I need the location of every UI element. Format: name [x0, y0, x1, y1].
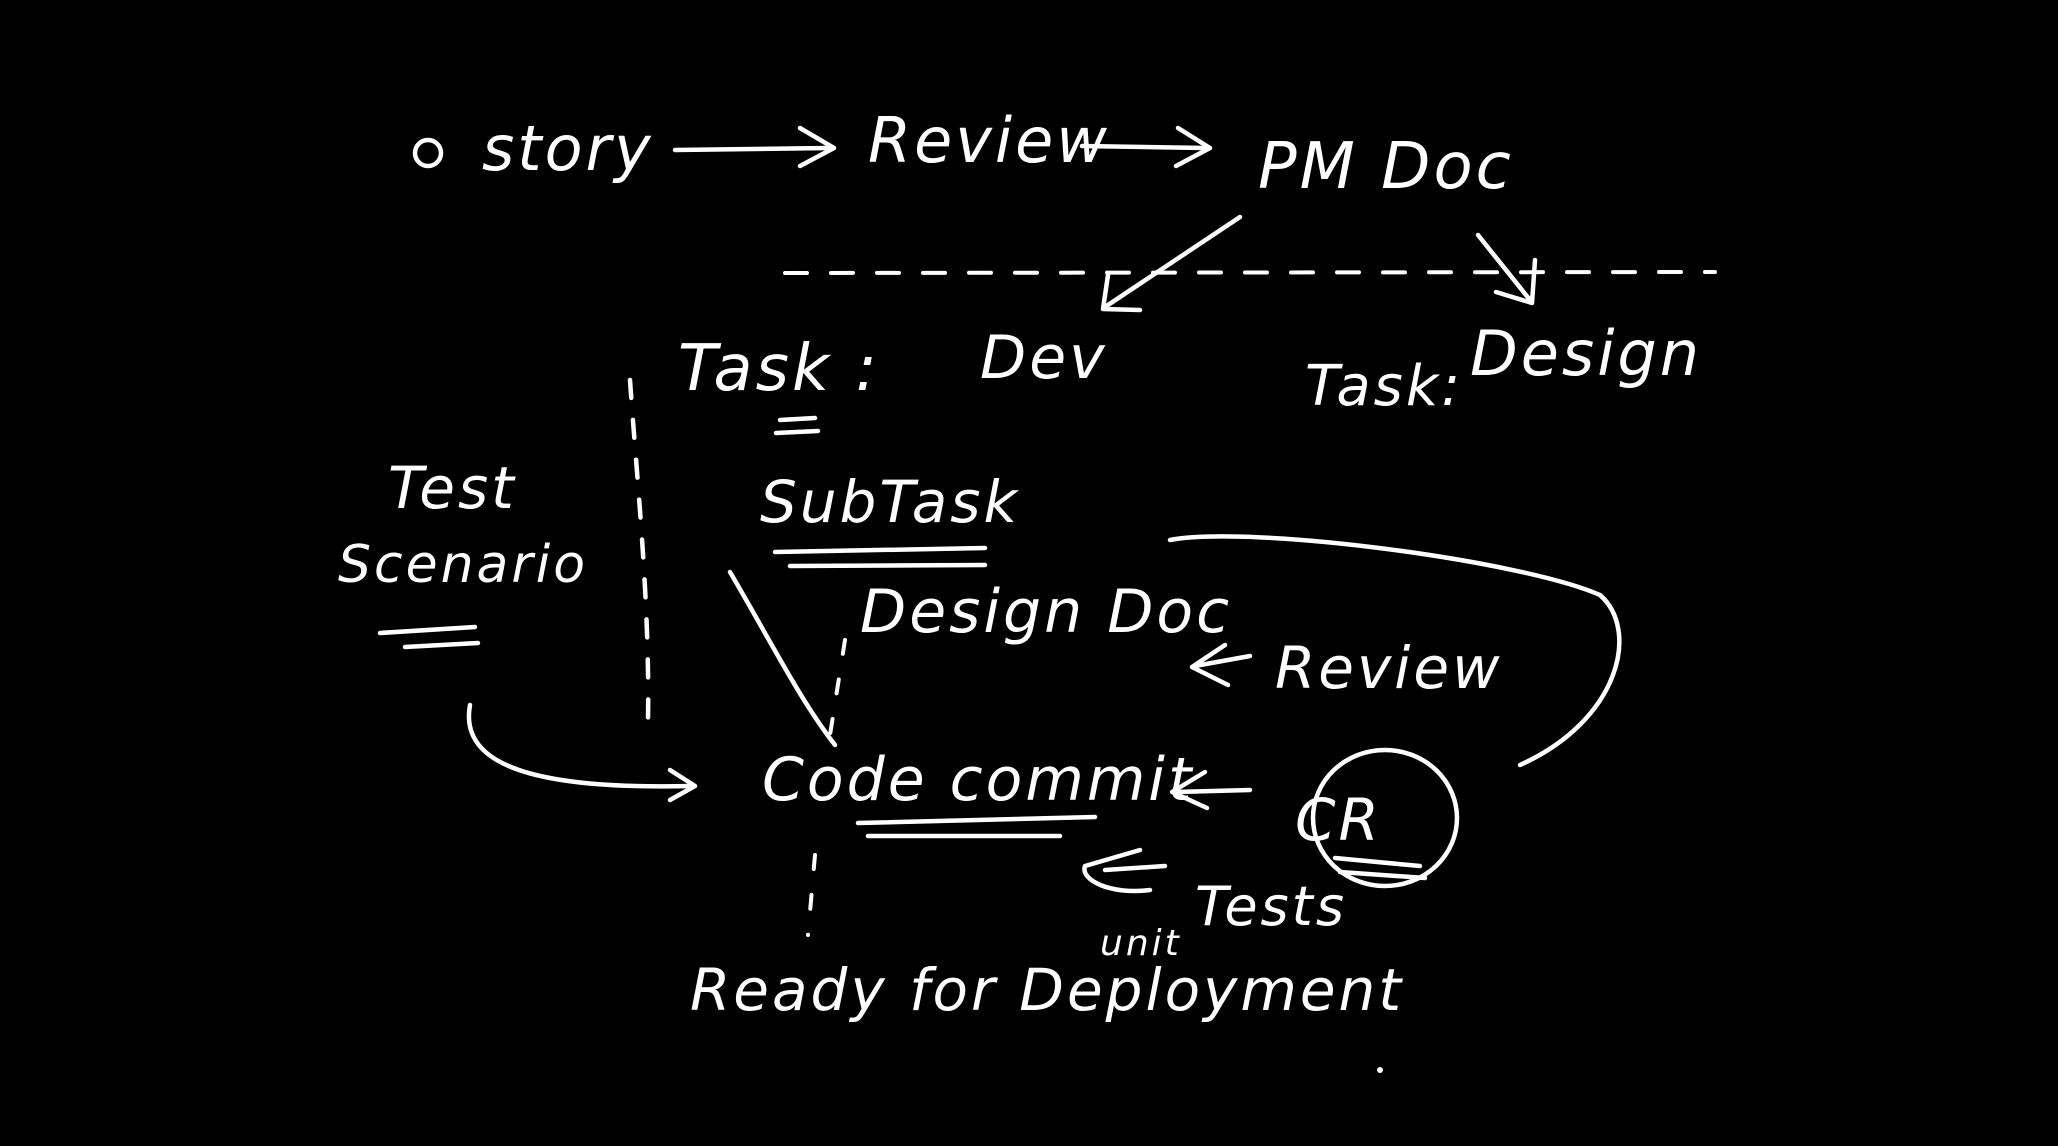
- ready-label: Ready for Deployment: [690, 956, 1404, 1024]
- arrow-pm-doc-to-dev: [1100, 214, 1243, 313]
- pm-doc-label: PM Doc: [1258, 130, 1514, 204]
- design-doc-label: Design Doc: [860, 577, 1232, 647]
- task-equals-mark: [773, 415, 821, 436]
- cr-label: CR: [1295, 786, 1382, 854]
- ink-dot: [1377, 1067, 1383, 1073]
- review-doc-label: Review: [1275, 634, 1503, 702]
- code-to-ready-dashed-link: [806, 853, 817, 937]
- tests-label: Tests: [1195, 875, 1347, 938]
- story-bullet: [412, 137, 444, 169]
- code-commit-underline: [855, 814, 1098, 839]
- cr-circle: [1310, 747, 1460, 889]
- task-design-label: Design: [1470, 317, 1702, 390]
- arrow-review-to-design-doc: [1189, 642, 1253, 688]
- unit-label: unit: [1100, 923, 1182, 964]
- task-dev-prefix: Task :: [678, 332, 880, 406]
- arrow-story-to-review: [672, 125, 837, 169]
- review-loop-line: [1167, 534, 1622, 768]
- arrow-cr-to-code-commit: [1169, 769, 1253, 811]
- subtask-underline: [772, 545, 988, 569]
- cr-underline: [1332, 855, 1428, 881]
- scenario-label: Scenario: [338, 535, 588, 595]
- dashed-split-line: [783, 270, 1717, 275]
- story-label: story: [482, 112, 654, 185]
- task-dev-label: Dev: [980, 323, 1108, 393]
- task-design-prefix: Task:: [1305, 354, 1463, 419]
- design-doc-dashed-link: [828, 638, 847, 737]
- vertical-divider: [627, 377, 651, 723]
- review-label: Review: [868, 104, 1110, 177]
- arrow-pm-doc-to-design: [1475, 232, 1538, 306]
- test-label: Test: [388, 454, 517, 522]
- code-commit-label: Code commit: [762, 745, 1194, 815]
- arrow-tests-to-code-commit: [1082, 847, 1168, 894]
- subtask-to-code-line: [727, 569, 838, 748]
- arrow-test-to-code-commit: [466, 702, 698, 803]
- subtask-label: SubTask: [760, 468, 1020, 536]
- test-scenario-underline: [377, 624, 481, 650]
- arrow-review-to-pm-doc: [1079, 125, 1213, 169]
